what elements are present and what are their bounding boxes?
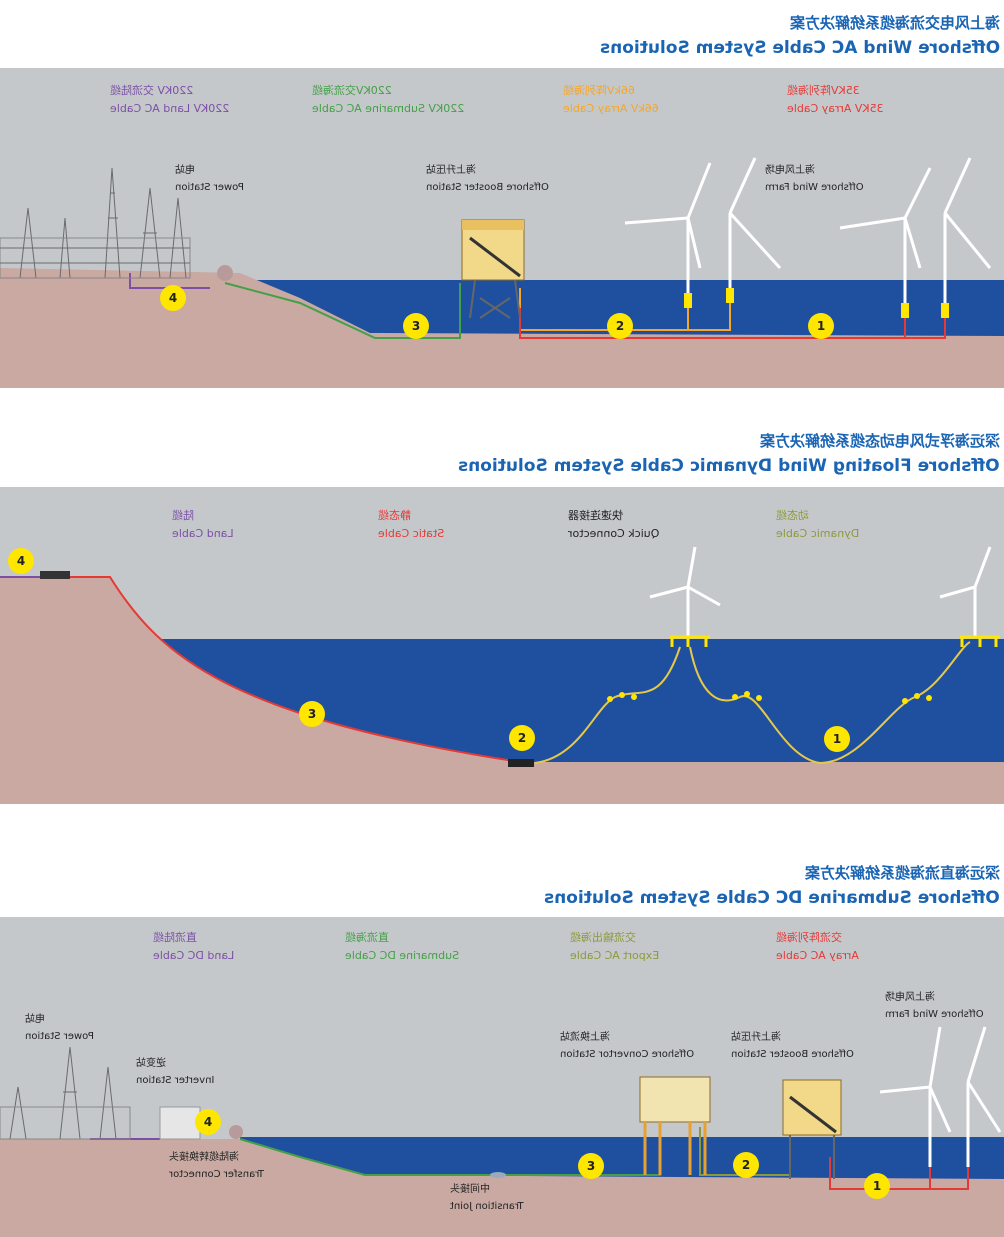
ac-marker-1: 1 <box>808 313 834 339</box>
seabed <box>0 268 1004 388</box>
dc-title-cn: 深远海直流海缆系统解决方案 <box>804 864 1000 882</box>
ac-marker-3: 3 <box>403 313 429 339</box>
transition-joint-icon <box>490 1172 506 1178</box>
floating-marker-3: 3 <box>299 701 325 727</box>
transfer-connector-icon <box>229 1125 243 1139</box>
floating-marker-2: 2 <box>509 725 535 751</box>
dc-title-en: Offshore Submarine DC Cable System Solut… <box>544 888 1000 908</box>
wind-turbine-icon <box>624 157 992 318</box>
power-station-icon <box>0 167 191 279</box>
dc-marker-4: 4 <box>195 1109 221 1135</box>
quick-connector-icon <box>508 759 534 767</box>
transfer-joint-icon <box>217 265 233 281</box>
dc-scene <box>0 917 1004 1237</box>
power-station-icon <box>0 1046 131 1140</box>
dc-marker-1: 1 <box>864 1173 890 1199</box>
static-cable <box>0 576 521 763</box>
inverter-station-icon <box>159 1106 201 1140</box>
booster-station-icon <box>461 219 525 319</box>
ac-scene <box>0 68 1004 388</box>
landing-point-icon <box>40 571 70 579</box>
ac-marker-4: 4 <box>160 285 186 311</box>
ac-title-cn: 海上风电交流海缆系统解决方案 <box>789 14 1000 32</box>
converter-station-icon <box>639 1076 711 1175</box>
submarine-ac-cable <box>224 282 461 339</box>
dc-marker-2: 2 <box>733 1152 759 1178</box>
turbine-foundation-icon <box>684 288 949 318</box>
floating-title-cn: 深远海浮式风电动态缆系统解决方案 <box>759 432 1000 450</box>
ac-title-en: Offshore Wind AC Cable System Solutions <box>599 38 1000 58</box>
dynamic-cable <box>534 641 971 765</box>
floating-marker-1: 1 <box>824 726 850 752</box>
floating-marker-4: 4 <box>8 548 34 574</box>
floating-turbine-icon <box>649 546 992 637</box>
floating-title-en: Offshore Floating Wind Dynamic Cable Sys… <box>458 456 1000 476</box>
dc-marker-3: 3 <box>578 1153 604 1179</box>
ac-marker-2: 2 <box>607 313 633 339</box>
wind-turbine-icon <box>879 1026 1002 1167</box>
array-ac-cable <box>829 1157 969 1190</box>
array-cable-35kv <box>519 308 946 339</box>
booster-station-icon <box>782 1079 842 1179</box>
